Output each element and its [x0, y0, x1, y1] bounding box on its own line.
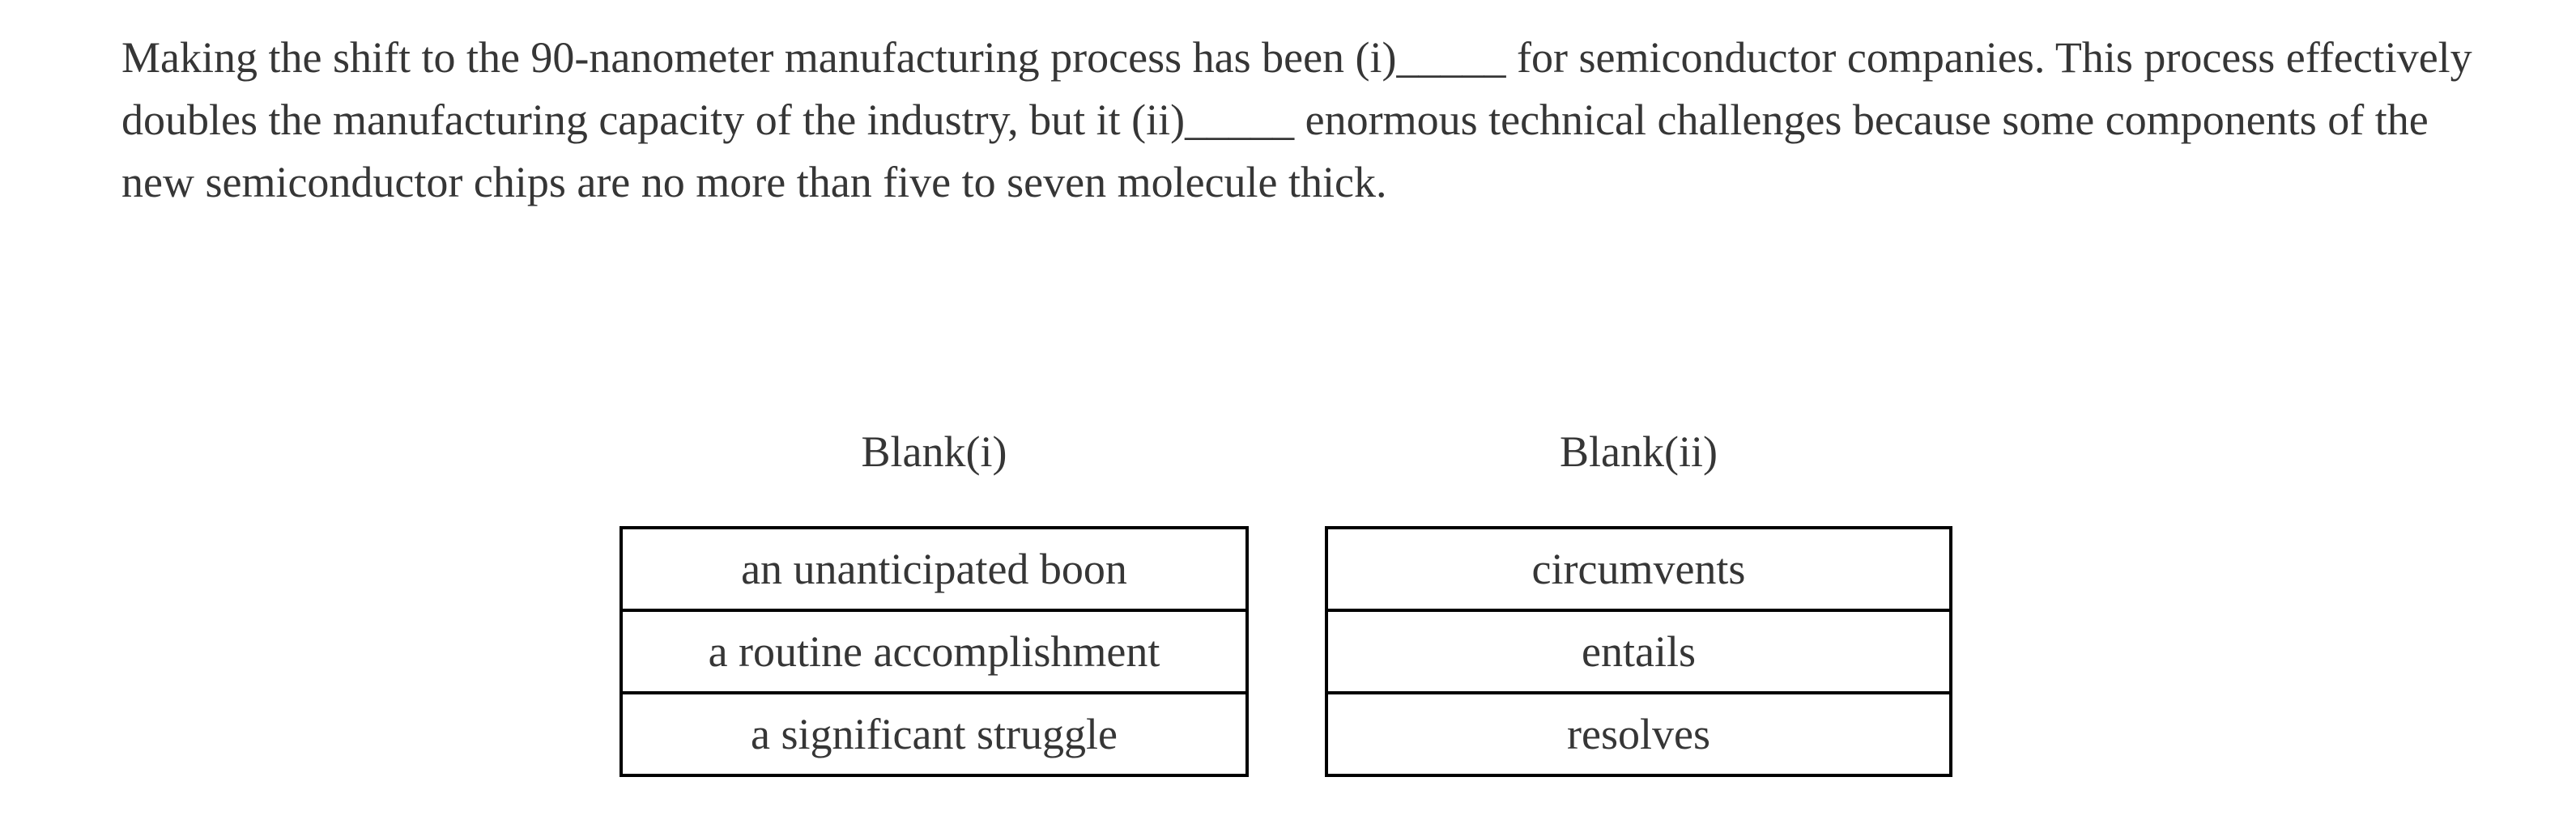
question-passage: Making the shift to the 90-nanometer man…: [121, 27, 2472, 214]
blank-ii-option-1[interactable]: circumvents: [1531, 545, 1746, 593]
blank-ii-option-3[interactable]: resolves: [1328, 691, 1949, 774]
blank-i-header: Blank(i): [861, 427, 1007, 476]
blank-i-option-2[interactable]: a routine accomplishment: [623, 609, 1245, 691]
passage-line-2: doubles the manufacturing capacity of th…: [121, 96, 2429, 144]
blank-ii-header: Blank(ii): [1560, 427, 1718, 476]
blank-i-option-3[interactable]: a significant struggle: [623, 691, 1245, 774]
passage-line-3: new semiconductor chips are no more than…: [121, 158, 1387, 206]
blank-ii-option-2[interactable]: entails: [1328, 609, 1949, 691]
passage-line-1: Making the shift to the 90-nanometer man…: [121, 33, 2472, 82]
blank-i-options-table: an unanticipated boon a routine accompli…: [620, 526, 1249, 777]
blank-ii-options-table: circumvents entails resolves: [1325, 526, 1952, 777]
blank-i-option-1[interactable]: an unanticipated boon: [741, 545, 1127, 593]
